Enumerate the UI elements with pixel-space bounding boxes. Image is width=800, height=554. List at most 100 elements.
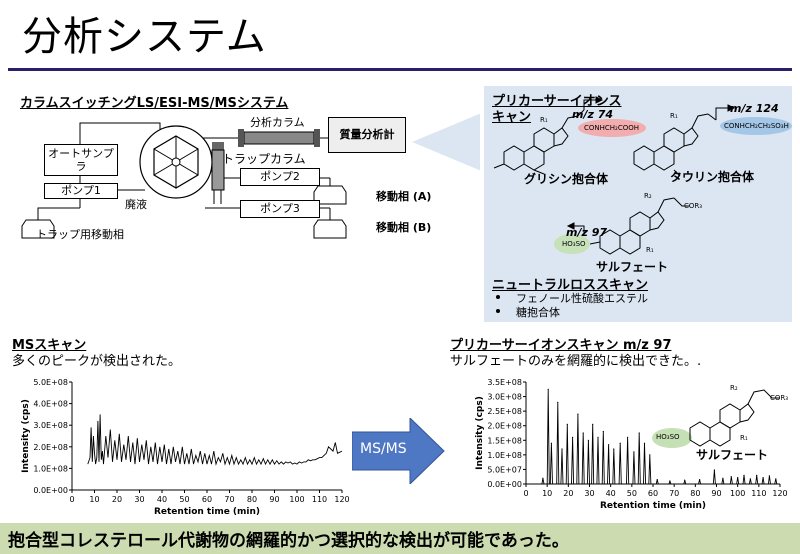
- peak-apex: [577, 413, 579, 415]
- peak-apex: [749, 478, 751, 480]
- peak-apex: [669, 480, 671, 482]
- bullet-1: [496, 295, 500, 299]
- trap-column-shape: [211, 142, 225, 191]
- x-tick-label: 10: [89, 495, 99, 504]
- series-line: [87, 414, 343, 466]
- x-tick-label: 60: [648, 489, 658, 498]
- peak-apex: [550, 442, 552, 444]
- footer-bar: [0, 523, 800, 554]
- trap-column-label: トラップカラム: [222, 152, 306, 166]
- neutral-loss-heading: ニュートラルロススキャン: [492, 278, 649, 293]
- taurine-conjugate-label: タウリン抱合体: [670, 170, 755, 184]
- x-tick-label: 20: [112, 495, 122, 504]
- y-tick-label: 1.0E+08: [487, 451, 522, 460]
- peak-apex: [649, 454, 651, 456]
- autosampler-label: オートサンプラ: [48, 146, 114, 173]
- ms-ms-arrow: [352, 418, 445, 484]
- y-tick-label: 2.5E+08: [487, 407, 522, 416]
- system-heading: カラムスイッチングLS/ESI-MS/MSシステム: [20, 96, 289, 111]
- x-tick-label: 70: [224, 495, 234, 504]
- mobile-phase-b-label: 移動相 (B): [376, 221, 432, 234]
- peak-apex: [587, 439, 589, 441]
- peak-apex: [582, 432, 584, 434]
- sulfate-inset-cor3: COR₃: [770, 394, 789, 402]
- bullet-2: [496, 309, 500, 313]
- x-tick-label: 60: [202, 495, 212, 504]
- precursor-scan-chart: 0.0E+005.0E+071.0E+081.5E+082.0E+082.5E+…: [475, 378, 788, 511]
- sulfate-highlight: [554, 234, 590, 254]
- x-tick-label: 120: [334, 495, 349, 504]
- ms-scan-chart: 0.0E+001.0E+082.0E+083.0E+084.0E+085.0E+…: [21, 378, 350, 517]
- system-diagram-lines: [21, 113, 480, 239]
- pump1-box: ポンプ1: [44, 183, 118, 199]
- glycine-r1: R₁: [540, 116, 548, 124]
- glycine-mz-label: m/z 74: [572, 108, 614, 121]
- peak-apex: [643, 442, 646, 444]
- y-tick-label: 3.0E+08: [33, 421, 68, 430]
- title-underline: [8, 68, 792, 71]
- peak-apex: [597, 436, 599, 438]
- x-tick-label: 30: [584, 489, 594, 498]
- peak-apex: [602, 430, 604, 433]
- peak-apex: [656, 479, 658, 481]
- x-tick-label: 90: [711, 489, 721, 498]
- peak-apex: [608, 444, 610, 446]
- y-tick-label: 0.0E+00: [487, 480, 522, 489]
- switching-valve: [139, 125, 213, 199]
- peak-apex: [627, 436, 629, 438]
- glycine-mz-arrow: [583, 99, 596, 110]
- y-tick-label: 3.5E+08: [487, 378, 522, 387]
- x-axis-label: Retention time (min): [600, 501, 706, 511]
- y-tick-label: 4.0E+08: [33, 400, 68, 409]
- peak-apex: [730, 476, 732, 478]
- x-tick-label: 90: [269, 495, 279, 504]
- sulfate-steroid-structure: [589, 197, 690, 255]
- peak-apex: [743, 474, 745, 476]
- peak-apex: [775, 478, 777, 480]
- y-axis-label: Intensity (cps): [475, 396, 485, 470]
- sulfate-r2: R₂: [644, 192, 652, 200]
- reservoir-b: [313, 219, 347, 239]
- sulfate-cor3: COR₃: [684, 202, 703, 210]
- sulfate-inset-highlight: [652, 428, 692, 448]
- peak-apex: [756, 474, 758, 476]
- glycine-group-label: CONHCH₂COOH: [584, 124, 640, 132]
- footer-conclusion: 抱合型コレステロール代謝物の網羅的かつ選択的な検出が可能であった。: [8, 531, 569, 551]
- x-tick-label: 70: [669, 489, 679, 498]
- analytical-column-shape: [238, 129, 320, 147]
- sulfate-label: サルフェート: [596, 260, 669, 274]
- x-tick-label: 10: [542, 489, 552, 498]
- x-tick-label: 50: [627, 489, 637, 498]
- x-tick-label: 80: [690, 489, 700, 498]
- peak-apex: [722, 477, 724, 479]
- peak-apex: [619, 442, 621, 444]
- autosampler-box: オートサンプラ: [44, 144, 118, 176]
- pump3-label: ポンプ3: [260, 202, 300, 216]
- y-tick-label: 1.0E+08: [33, 464, 68, 473]
- glycine-steroid-structure: [493, 109, 585, 175]
- peak-apex: [561, 448, 563, 450]
- conjugate-structures: [493, 96, 792, 313]
- precursor-scan-note: サルフェートのみを網羅的に検出できた。.: [450, 354, 702, 369]
- peak-apex: [542, 477, 544, 479]
- y-tick-label: 0.0E+00: [33, 486, 68, 495]
- peak-apex: [633, 451, 635, 453]
- peak-apex: [762, 477, 764, 479]
- x-tick-label: 50: [179, 495, 189, 504]
- x-tick-label: 0: [69, 495, 74, 504]
- ms-scan-heading: MSスキャン: [12, 338, 87, 353]
- x-tick-label: 20: [563, 489, 573, 498]
- taurine-mz-arrow: [715, 107, 728, 120]
- reservoir-a: [313, 185, 347, 205]
- glycine-highlight: [578, 119, 646, 137]
- y-axis-label: Intensity (cps): [21, 399, 31, 473]
- y-tick-label: 5.0E+07: [487, 465, 522, 474]
- peak-apex: [684, 479, 686, 482]
- sulfate-inset-structure: [652, 389, 780, 448]
- x-tick-label: 100: [730, 489, 745, 498]
- x-tick-label: 110: [751, 489, 766, 498]
- peak-apex: [713, 469, 715, 471]
- peak-apex: [592, 423, 594, 425]
- pump3-box: ポンプ3: [240, 200, 320, 218]
- mass-spec-label: 質量分析計: [339, 128, 395, 142]
